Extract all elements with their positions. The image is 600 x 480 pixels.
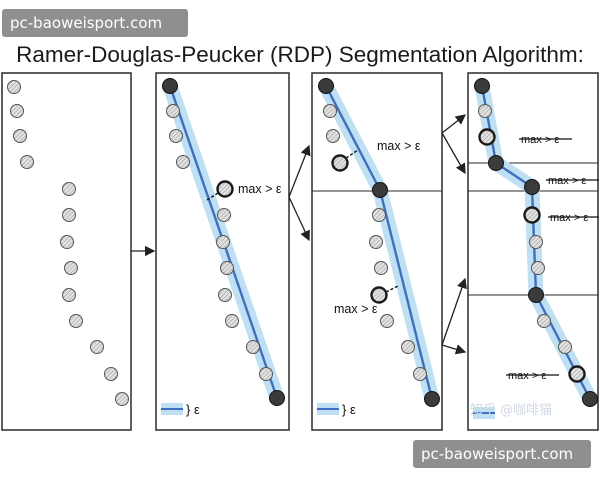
- data-point: [176, 155, 190, 169]
- data-point: [20, 155, 34, 169]
- distance-marker: [206, 192, 219, 201]
- data-point: [225, 314, 239, 328]
- data-point: [413, 367, 427, 381]
- data-point: [69, 314, 83, 328]
- data-point: [90, 340, 104, 354]
- panel-3-segment-b: [378, 188, 434, 401]
- data-point: [13, 129, 27, 143]
- data-point: [217, 208, 231, 222]
- diagram-title: Ramer-Douglas-Peucker (RDP) Segmentation…: [16, 42, 584, 67]
- data-point: [220, 261, 234, 275]
- data-point: [380, 314, 394, 328]
- endpoint: [524, 179, 540, 195]
- arrow-panel-2-to-3-top: [288, 144, 311, 198]
- data-point: [369, 235, 383, 249]
- max-label-panel-2: max > ε: [238, 182, 282, 196]
- data-point: [478, 104, 492, 118]
- epsilon-legend-panel-3: } ε: [317, 402, 356, 417]
- data-point: [401, 340, 415, 354]
- data-point: [372, 208, 386, 222]
- data-point: [64, 261, 78, 275]
- credit-watermark: 知乎 @咖啡猫: [470, 403, 553, 418]
- max-distance-point: [216, 180, 234, 198]
- data-point: [374, 261, 388, 275]
- data-point: [326, 129, 340, 143]
- endpoint: [424, 391, 440, 407]
- endpoint: [582, 391, 598, 407]
- data-point: [62, 288, 76, 302]
- max-label-panel-3-bottom: max > ε: [334, 302, 378, 316]
- arrow-panel-3-to-4-a: [441, 114, 467, 134]
- arrow-panel-3-to-4-c: [441, 277, 467, 346]
- max-distance-point: [523, 206, 541, 224]
- endpoint: [488, 155, 504, 171]
- max-distance-point: [331, 154, 349, 172]
- max-label-panel-4-c: max > ε: [550, 212, 588, 224]
- data-point: [558, 340, 572, 354]
- max-distance-point: [370, 286, 388, 304]
- panel-3-segment-a: [324, 84, 382, 192]
- endpoint: [162, 78, 178, 94]
- svg-text:} ε: } ε: [186, 402, 200, 417]
- watermark-top-badge: pc-baoweisport.com: [2, 9, 188, 37]
- data-point: [531, 261, 545, 275]
- max-label-panel-4-d: max > ε: [508, 370, 546, 382]
- data-point: [169, 129, 183, 143]
- endpoint: [372, 182, 388, 198]
- endpoint: [528, 287, 544, 303]
- data-point: [104, 367, 118, 381]
- max-distance-point: [568, 365, 586, 383]
- data-point: [62, 182, 76, 196]
- endpoint: [269, 390, 285, 406]
- data-point: [259, 367, 273, 381]
- endpoint: [474, 78, 490, 94]
- data-point: [7, 80, 21, 94]
- data-point: [216, 235, 230, 249]
- endpoint: [318, 78, 334, 94]
- max-label-panel-4-b: max > ε: [548, 175, 586, 187]
- arrow-panel-3-to-4-b: [441, 132, 466, 175]
- watermark-bottom-badge: pc-baoweisport.com: [413, 440, 591, 468]
- max-label-panel-3-top: max > ε: [377, 139, 421, 153]
- epsilon-legend-panel-2: } ε: [161, 402, 200, 417]
- data-point: [115, 392, 129, 406]
- data-point: [62, 208, 76, 222]
- max-label-panel-4-a: max > ε: [521, 134, 559, 146]
- data-point: [529, 235, 543, 249]
- panel-4-segment-a: [480, 84, 498, 165]
- distance-marker: [385, 285, 399, 293]
- data-point: [10, 104, 24, 118]
- distance-marker: [345, 149, 359, 159]
- data-point: [323, 104, 337, 118]
- max-distance-point: [478, 128, 496, 146]
- data-point: [166, 104, 180, 118]
- data-point: [218, 288, 232, 302]
- data-point: [60, 235, 74, 249]
- svg-text:} ε: } ε: [342, 402, 356, 417]
- arrow-panel-3-to-4-d: [441, 344, 467, 355]
- data-point: [246, 340, 260, 354]
- data-point: [537, 314, 551, 328]
- arrow-panel-2-to-3-bottom: [288, 196, 310, 242]
